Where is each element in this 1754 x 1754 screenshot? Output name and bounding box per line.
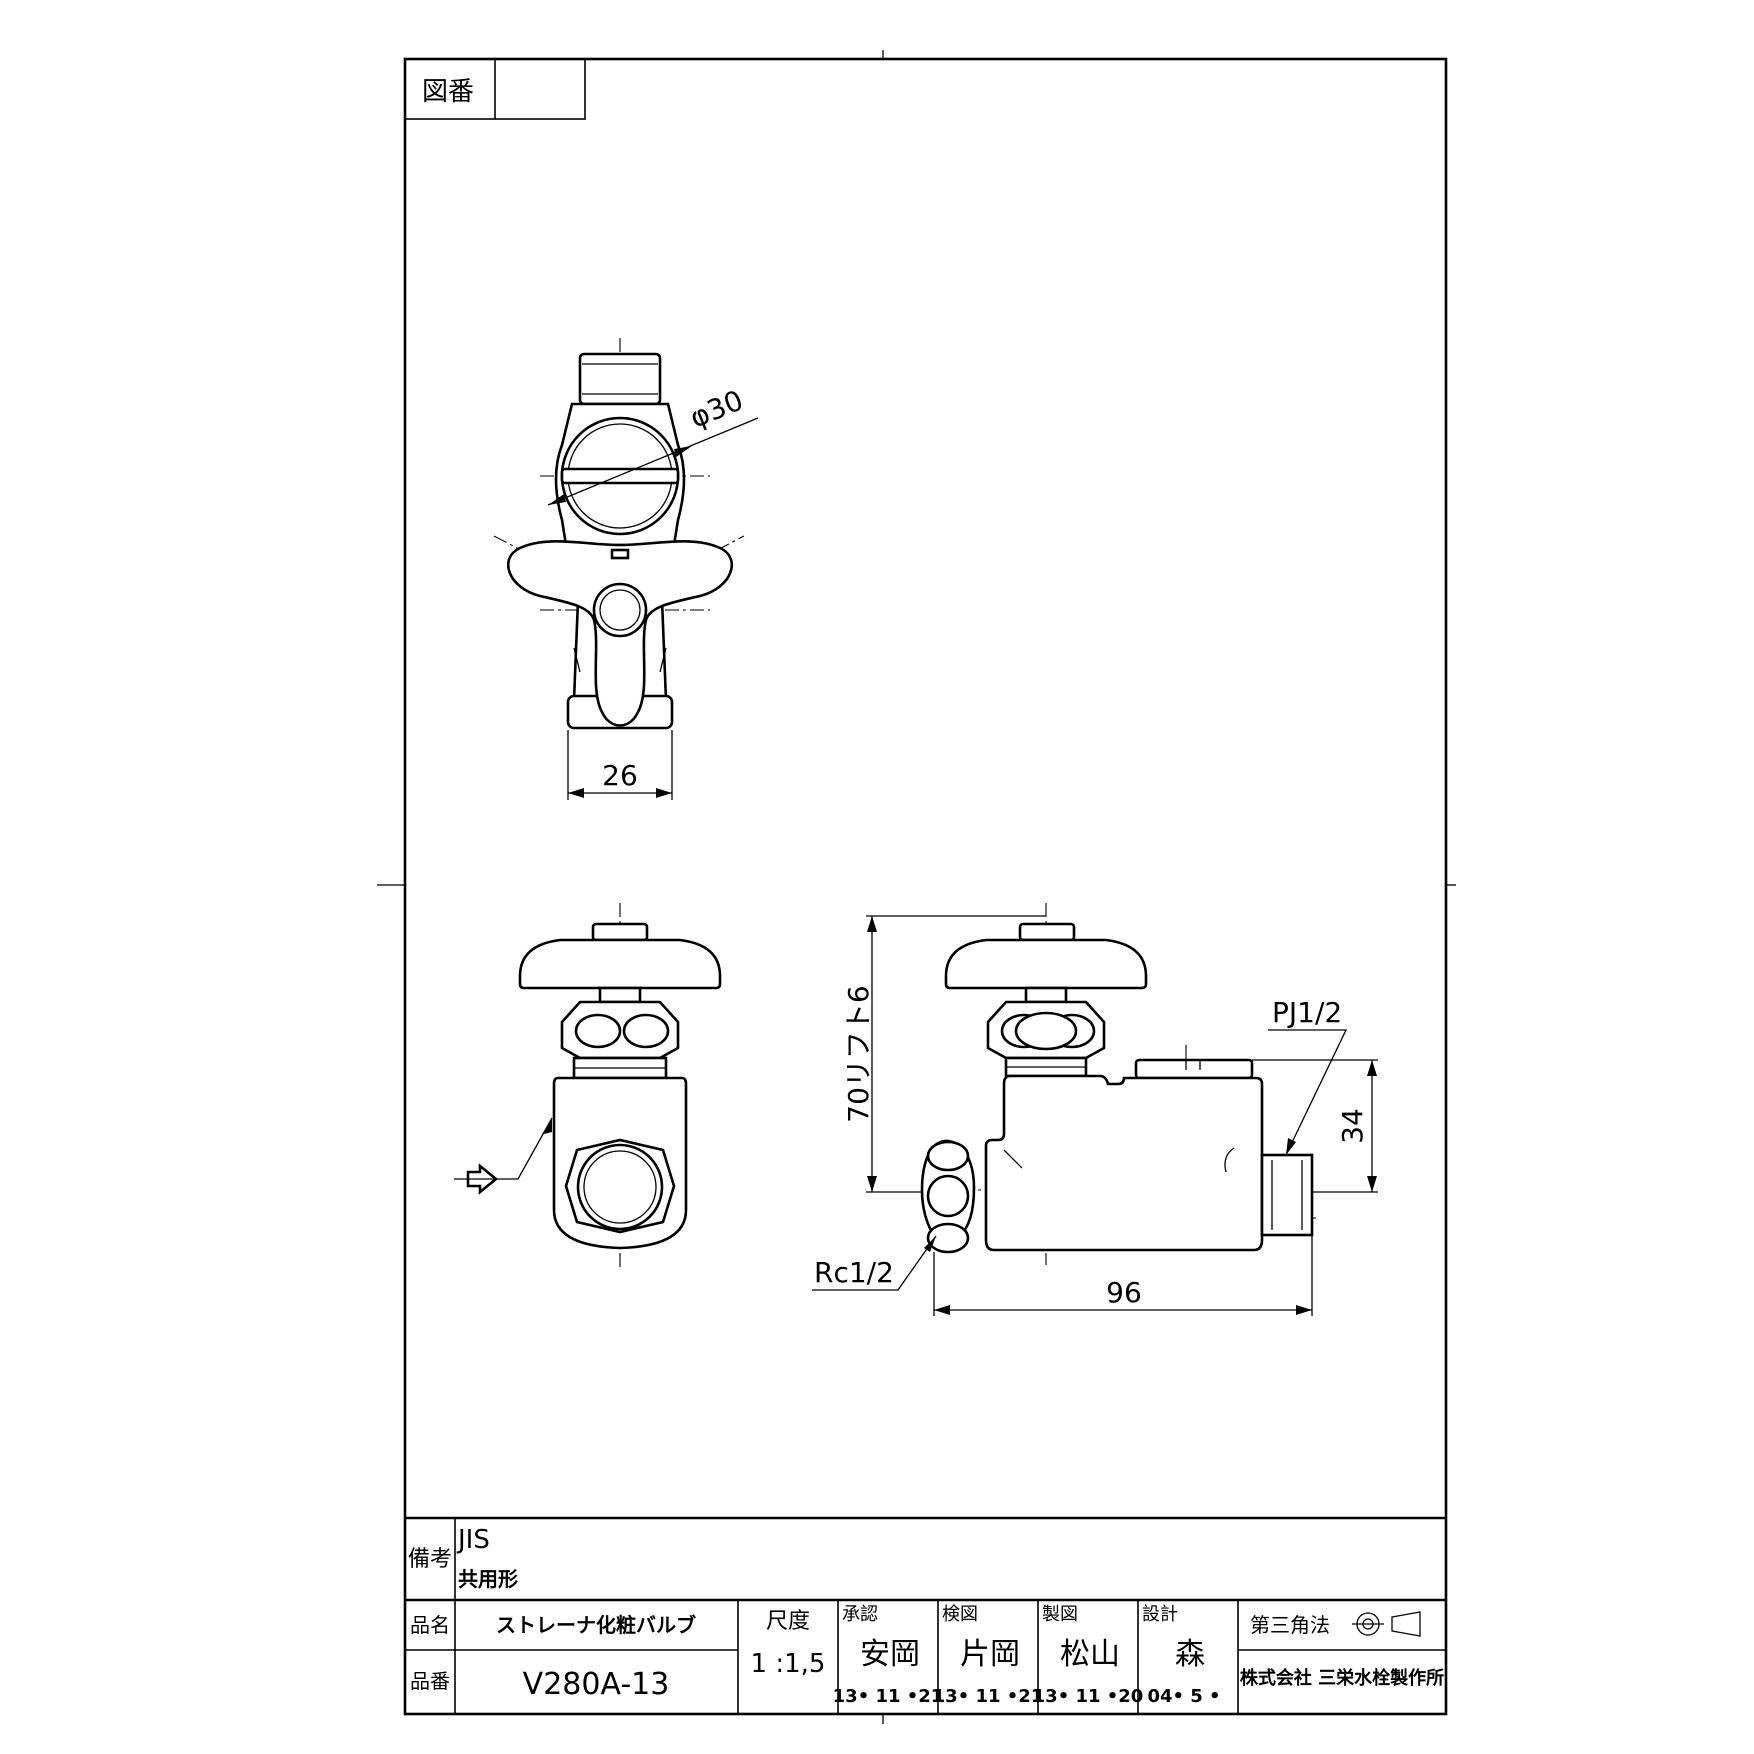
approval-name-2: 松山 (1060, 1637, 1120, 1672)
remarks-block: 備考 JIS 共用形 (405, 1516, 1446, 1600)
product-name: ストレーナ化粧バルブ (496, 1613, 696, 1637)
scale-label: 尺度 (766, 1609, 810, 1634)
remarks-line2: 共用形 (458, 1567, 518, 1591)
title-block: 品名 ストレーナ化粧バルブ 品番 V280A-13 尺度 1 :1,5 承認 安… (405, 1598, 1446, 1714)
product-name-label: 品名 (410, 1613, 450, 1637)
drawing-number-box: 図番 (404, 58, 586, 120)
approval-date-2: 13• 11 •20 (1033, 1686, 1144, 1707)
remarks-label: 備考 (408, 1547, 452, 1572)
arrow-left-icon (466, 1163, 499, 1195)
approval-name-1: 片岡 (960, 1637, 1020, 1672)
flow-arrow (454, 1117, 553, 1195)
top-view (493, 338, 745, 730)
side-view (920, 903, 1316, 1265)
diameter-dimension-label: φ30 (685, 384, 748, 435)
approval-date-3: 04• 5 • (1147, 1686, 1220, 1707)
product-number: V280A-13 (523, 1667, 670, 1702)
approval-date-0: 13• 11 •21 (833, 1686, 944, 1707)
product-number-label: 品番 (410, 1669, 450, 1693)
height-lift-dimension-label: 70リフト6 (842, 985, 875, 1122)
width-dimension-label: 26 (602, 759, 638, 792)
approval-name-3: 森 (1175, 1637, 1205, 1672)
front-view (518, 903, 722, 1268)
company-name: 株式会社 三栄水栓製作所 (1240, 1667, 1444, 1689)
drawing-number-label: 図番 (422, 77, 474, 107)
rc-thread-label: Rc1/2 (814, 1256, 894, 1289)
approval-role-0: 承認 (842, 1604, 878, 1625)
drawing-frame (403, 57, 1448, 1716)
top-view-dimensions: φ30 26 (547, 384, 759, 800)
remarks-line1: JIS (456, 1525, 490, 1555)
length-dimension-label: 96 (1106, 1276, 1142, 1309)
approval-role-1: 検図 (942, 1604, 978, 1625)
projection-label: 第三角法 (1250, 1613, 1330, 1637)
side-view-dimensions: 70リフト6 34 PJ1/2 Rc1/2 96 (812, 915, 1378, 1316)
approval-date-1: 13• 11 •21 (933, 1686, 1044, 1707)
scale-value: 1 :1,5 (751, 1649, 826, 1679)
third-angle-projection-icon (1352, 1611, 1421, 1637)
approval-role-3: 設計 (1142, 1604, 1178, 1625)
pj-thread-label: PJ1/2 (1272, 996, 1342, 1029)
approval-role-2: 製図 (1042, 1604, 1078, 1625)
height-34-dimension-label: 34 (1336, 1108, 1369, 1144)
approval-name-0: 安岡 (860, 1637, 920, 1672)
